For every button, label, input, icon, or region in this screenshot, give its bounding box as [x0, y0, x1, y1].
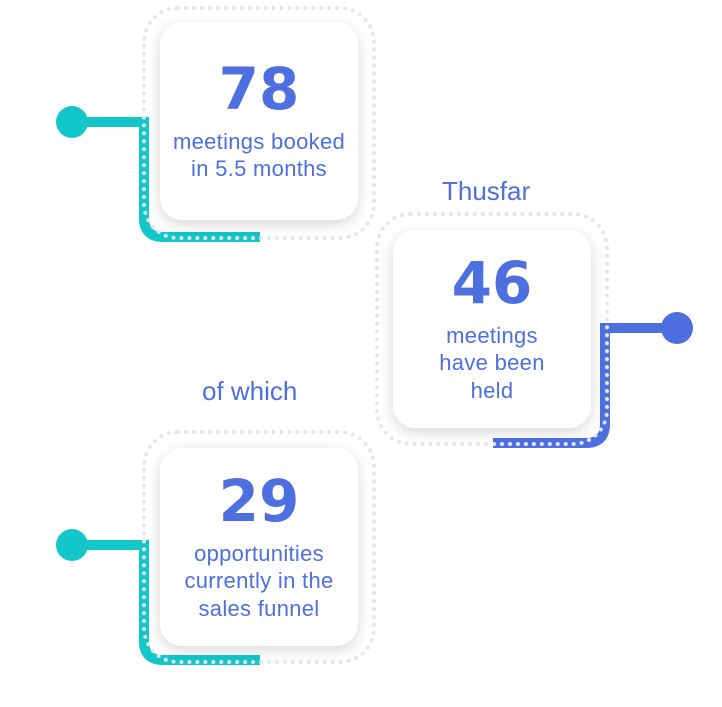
dotted-frame-46: [375, 212, 609, 446]
caption-of-which: of which: [202, 376, 298, 406]
stat-description: meetings booked in 5.5 months: [172, 128, 346, 182]
connector-dot-29: [56, 529, 88, 561]
stat-number: 78: [218, 54, 300, 123]
stat-number: 29: [218, 466, 300, 535]
stat-description: meetings have been held: [439, 322, 545, 403]
stat-card-46: 46 meetings have been held: [393, 230, 591, 428]
dotted-frame-78: [142, 6, 376, 240]
caption-thusfar: Thusfar: [442, 176, 531, 206]
connector-dot-46: [661, 312, 693, 344]
stat-card-29: 29 opportunities currently in the sales …: [160, 448, 358, 646]
stat-card-78: 78 meetings booked in 5.5 months: [160, 22, 358, 220]
connector-dot-78: [56, 106, 88, 138]
dotted-frame-29: [142, 430, 376, 664]
stat-description: opportunities currently in the sales fun…: [184, 540, 334, 621]
stat-number: 46: [451, 248, 533, 317]
